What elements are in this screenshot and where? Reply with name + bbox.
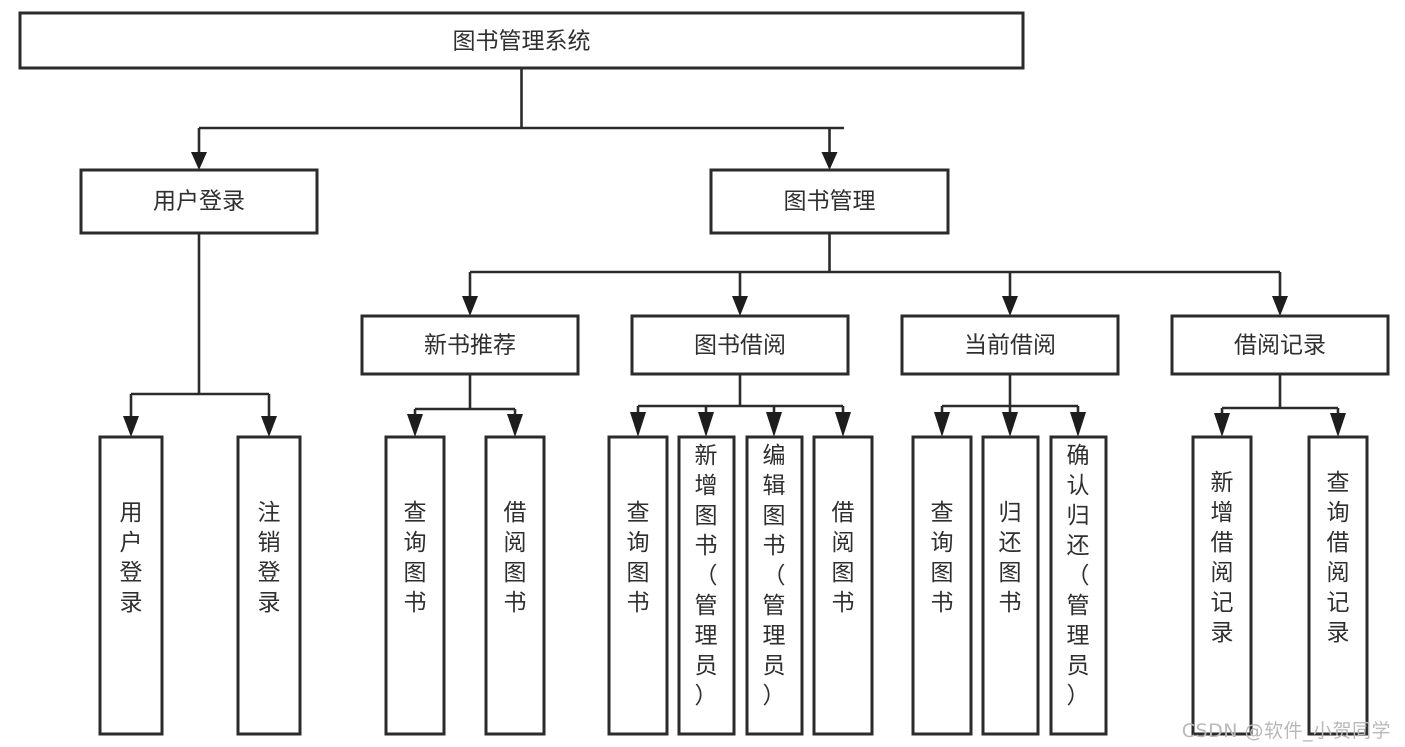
node-label: 查询图书 xyxy=(931,500,954,616)
arrow-to-leaf-return-book xyxy=(1002,412,1018,437)
arrow-to-leaf-confirm-return xyxy=(1070,412,1086,437)
node-label: 新增图书（管理员） xyxy=(695,443,718,709)
arrow-to-leaf-logout-login xyxy=(261,416,277,437)
node-current-borrow[interactable]: 当前借阅 xyxy=(900,314,1120,376)
node-label: 用户登录 xyxy=(153,189,245,215)
csdn-watermark: CSDN @软件_小贺同学 xyxy=(1181,720,1391,742)
node-root-system[interactable]: 图书管理系统 xyxy=(18,11,1025,70)
node-box xyxy=(745,435,804,736)
node-label: 归还图书 xyxy=(999,500,1022,616)
node-box xyxy=(1170,314,1390,376)
node-box xyxy=(677,435,736,736)
node-box xyxy=(360,314,580,376)
node-box xyxy=(607,435,669,736)
node-user-login[interactable]: 用户登录 xyxy=(79,168,319,235)
node-leaf-query-borrow-record[interactable]: 查询借阅记录 xyxy=(1307,435,1369,736)
node-box xyxy=(981,435,1040,736)
node-box xyxy=(1307,435,1369,736)
arrow-to-leaf-user-login xyxy=(123,416,139,437)
node-book-borrow[interactable]: 图书借阅 xyxy=(630,314,850,376)
node-leaf-edit-book[interactable]: 编辑图书（管理员） xyxy=(745,435,804,736)
node-box xyxy=(98,435,164,736)
node-label: 借阅图书 xyxy=(832,500,855,616)
node-leaf-query-book-3[interactable]: 查询图书 xyxy=(911,435,973,736)
node-label: 编辑图书（管理员） xyxy=(763,443,786,709)
node-box xyxy=(384,435,446,736)
arrow-to-book-manage xyxy=(821,152,838,170)
arrow-to-leaf-edit-book xyxy=(766,412,782,437)
node-leaf-confirm-return[interactable]: 确认归还（管理员） xyxy=(1049,435,1108,736)
node-box xyxy=(18,11,1025,70)
node-label: 查询图书 xyxy=(627,500,650,616)
node-label: 图书借阅 xyxy=(694,333,786,359)
node-box xyxy=(1191,435,1253,736)
node-box xyxy=(812,435,874,736)
node-label: 借阅记录 xyxy=(1234,333,1326,359)
node-box xyxy=(709,168,950,235)
node-label: 用户登录 xyxy=(120,500,143,616)
arrow-to-leaf-borrow-book-2 xyxy=(835,412,851,437)
node-label: 当前借阅 xyxy=(964,333,1056,359)
edge-layer xyxy=(123,68,1346,437)
node-leaf-query-book-1[interactable]: 查询图书 xyxy=(384,435,446,736)
node-label: 查询图书 xyxy=(404,500,427,616)
node-leaf-logout-login[interactable]: 注销登录 xyxy=(236,435,302,736)
node-book-manage[interactable]: 图书管理 xyxy=(709,168,950,235)
arrow-to-user-login xyxy=(191,152,207,170)
node-label: 新增借阅记录 xyxy=(1211,470,1234,646)
arrow-to-new-book-recommend xyxy=(462,296,478,316)
node-box xyxy=(236,435,302,736)
arrow-to-leaf-add-book xyxy=(698,412,714,437)
node-leaf-return-book[interactable]: 归还图书 xyxy=(981,435,1040,736)
node-leaf-borrow-book-1[interactable]: 借阅图书 xyxy=(484,435,546,736)
arrow-to-leaf-query-book-1 xyxy=(407,414,423,437)
node-label: 借阅图书 xyxy=(504,500,527,616)
arrow-to-book-borrow xyxy=(732,296,748,316)
node-label: 确认归还（管理员） xyxy=(1067,443,1090,709)
node-leaf-add-book[interactable]: 新增图书（管理员） xyxy=(677,435,736,736)
arrow-to-current-borrow xyxy=(1002,296,1018,316)
arrow-to-leaf-query-book-3 xyxy=(934,412,950,437)
node-leaf-query-book-2[interactable]: 查询图书 xyxy=(607,435,669,736)
node-leaf-user-login[interactable]: 用户登录 xyxy=(98,435,164,736)
node-box xyxy=(79,168,319,235)
node-label: 注销登录 xyxy=(258,500,281,616)
node-box xyxy=(900,314,1120,376)
node-leaf-add-borrow-record[interactable]: 新增借阅记录 xyxy=(1191,435,1253,736)
node-leaf-borrow-book-2[interactable]: 借阅图书 xyxy=(812,435,874,736)
node-label: 新书推荐 xyxy=(424,333,516,359)
arrow-to-leaf-borrow-book-1 xyxy=(507,414,523,437)
node-box xyxy=(911,435,973,736)
arrow-to-leaf-query-borrow-record xyxy=(1330,413,1346,437)
node-label: 图书管理系统 xyxy=(453,29,591,55)
node-box xyxy=(630,314,850,376)
node-box xyxy=(484,435,546,736)
arrow-to-borrow-record xyxy=(1272,296,1288,316)
arrow-to-leaf-add-borrow-record xyxy=(1214,413,1230,437)
node-borrow-record[interactable]: 借阅记录 xyxy=(1170,314,1390,376)
node-label: 图书管理 xyxy=(784,189,876,215)
node-label: 查询借阅记录 xyxy=(1327,470,1350,646)
node-new-book-recommend[interactable]: 新书推荐 xyxy=(360,314,580,376)
node-box xyxy=(1049,435,1108,736)
arrow-to-leaf-query-book-2 xyxy=(630,412,646,437)
